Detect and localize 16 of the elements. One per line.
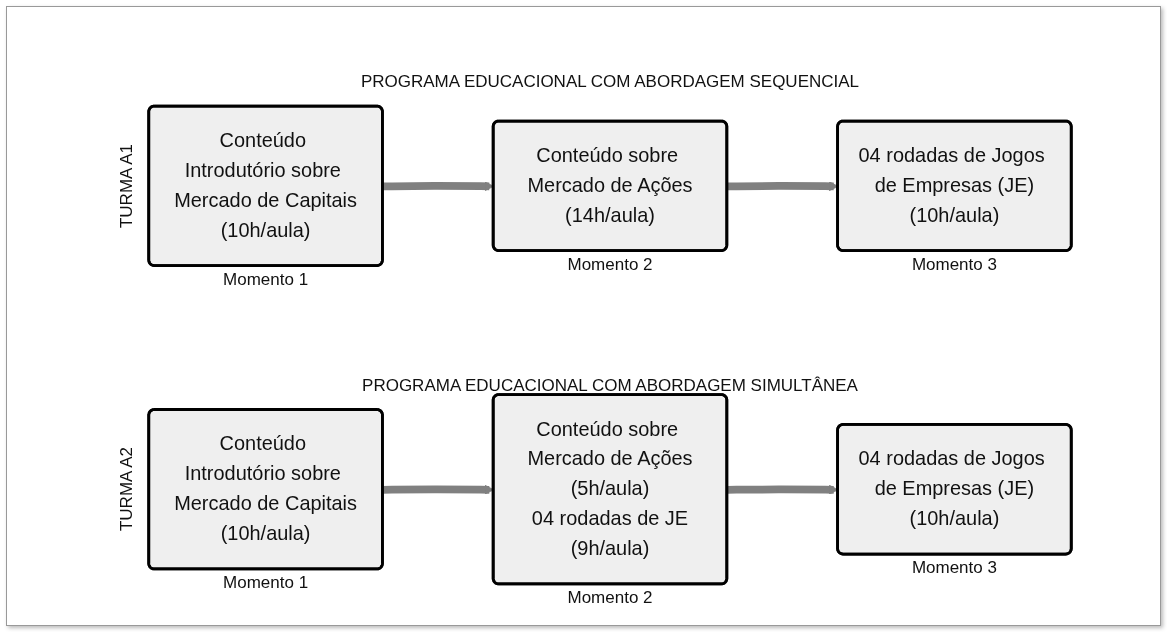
row-label: TURMA A2 [116,447,137,532]
caption-text: Momento 3 [911,558,997,578]
process-box: Conteúdo sobre Mercado de Ações (5h/aula) 04 rodadas de JE (9h/aula) [491,393,729,586]
caption-text: Momento 3 [911,254,997,275]
row-label: TURMA A1 [116,143,137,228]
process-box: 04 rodadas de Jogos de Empresas (JE) (10h/aula) [836,119,1073,252]
section-heading: PROGRAMA EDUCACIONAL COM ABORDAGEM SEQUENCIAL [360,72,860,93]
process-box: 04 rodadas de Jogos de Empresas (JE) (10h/aula) [836,423,1073,556]
process-box: Conteúdo Introdutório sobre Mercado de Capitais (10h/aula) [147,104,384,267]
caption-text: Momento 2 [567,254,653,275]
caption-text: Momento 1 [223,269,309,290]
process-box: Conteúdo Introdutório sobre Mercado de Capitais (10h/aula) [147,408,384,571]
section-heading: PROGRAMA EDUCACIONAL COM ABORDAGEM SIMULTÂNEA [362,375,858,396]
process-box: Conteúdo sobre Mercado de Ações (14h/aula) [491,119,729,252]
caption-text: Momento 2 [567,587,653,608]
caption-text: Momento 1 [223,572,309,593]
